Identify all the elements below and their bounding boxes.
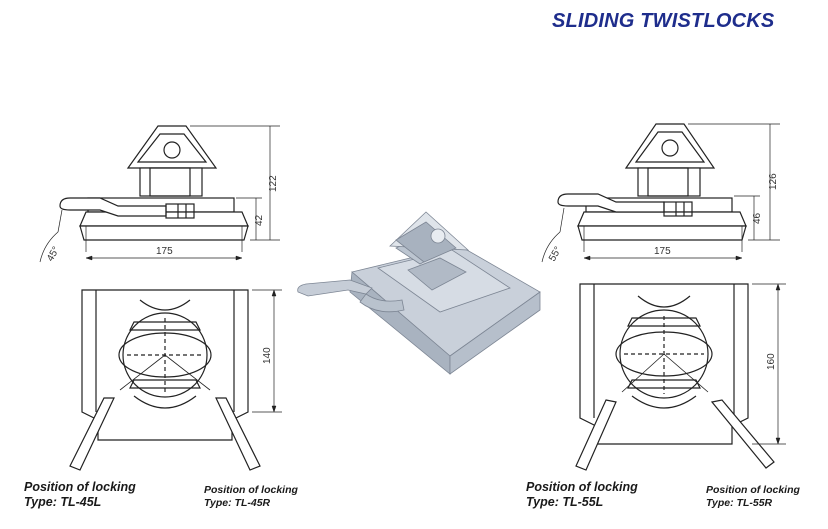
right-base-dim: 46	[752, 212, 763, 224]
right-angle-dim: 55°	[547, 245, 564, 264]
caption-type: Type: TL-45L	[24, 495, 102, 509]
left-plan-view	[69, 289, 282, 471]
right-side-view	[541, 123, 780, 263]
page-title: SLIDING TWISTLOCKS	[552, 10, 775, 32]
caption-type: Type: TL-55L	[526, 495, 604, 509]
left-angle-dim: 45°	[45, 245, 62, 264]
left-height-dim: 122	[268, 175, 279, 192]
caption-line: Position of locking	[526, 480, 638, 494]
right-plan-view	[575, 283, 786, 471]
caption-type: Type: TL-55R	[706, 496, 773, 509]
caption-type: Type: TL-45R	[204, 496, 271, 509]
left-base-dim: 42	[254, 214, 265, 226]
caption-tl-55l: Position of locking Type: TL-55L	[526, 480, 638, 510]
caption-tl-45r: Position of locking Type: TL-45R	[204, 484, 298, 509]
left-side-view	[39, 125, 280, 263]
caption-line: Position of locking	[706, 484, 800, 496]
caption-tl-45l: Position of locking Type: TL-45L	[24, 480, 136, 510]
left-plan-dim: 140	[262, 347, 273, 364]
twistlock-3d-render	[297, 211, 541, 375]
caption-tl-55r: Position of locking Type: TL-55R	[706, 484, 800, 509]
right-plan-dim: 160	[766, 353, 777, 370]
right-height-dim: 126	[768, 173, 779, 190]
caption-line: Position of locking	[24, 480, 136, 494]
right-width-dim: 175	[654, 246, 671, 257]
caption-line: Position of locking	[204, 484, 298, 496]
left-width-dim: 175	[156, 246, 173, 257]
